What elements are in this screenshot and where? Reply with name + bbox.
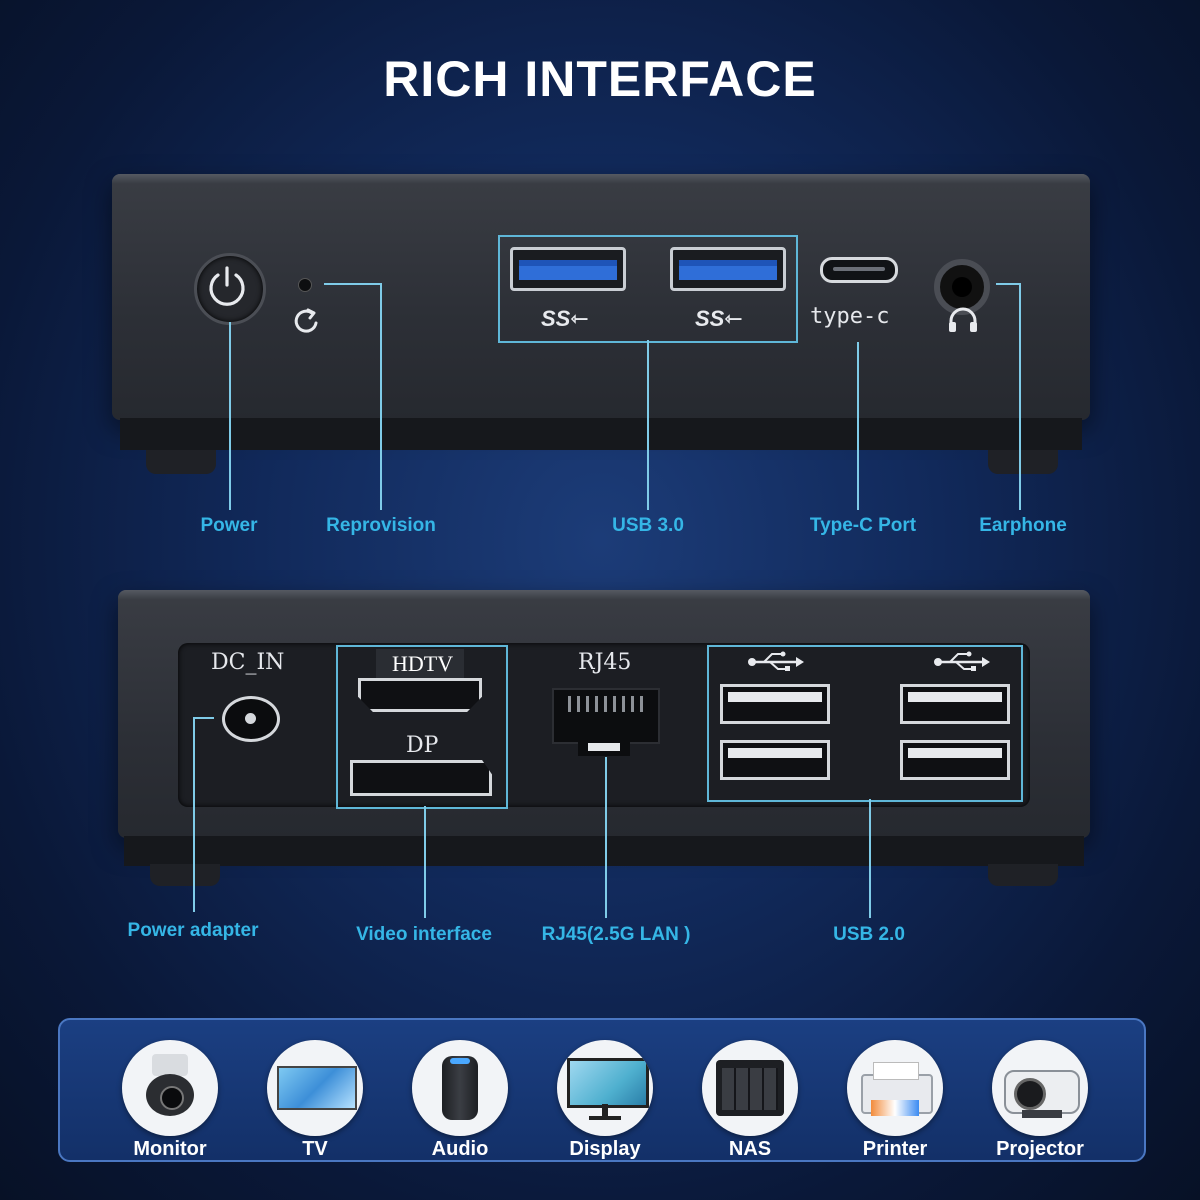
dc-in-port[interactable] xyxy=(222,696,280,742)
label-usb2: USB 2.0 xyxy=(833,924,905,945)
security-camera-icon xyxy=(122,1040,218,1136)
hdtv-text: HDTV xyxy=(392,651,454,676)
hdtv-label-bg xyxy=(376,649,464,679)
peripheral-label: NAS xyxy=(728,1138,772,1160)
typec-port[interactable] xyxy=(820,257,898,283)
printer-icon xyxy=(847,1040,943,1136)
callout-line-reprovision-v xyxy=(380,283,382,510)
page-title: RICH INTERFACE xyxy=(383,51,817,107)
peripheral-projector: Projector xyxy=(970,1040,1110,1161)
nas-icon xyxy=(702,1040,798,1136)
callout-line-usb2 xyxy=(869,799,871,918)
callout-line-reprovision-h xyxy=(324,283,382,285)
rj45-text: RJ45 xyxy=(578,650,632,675)
callout-line-video xyxy=(424,806,426,918)
reprovision-pinhole[interactable] xyxy=(298,278,312,292)
label-typec-port: Type-C Port xyxy=(809,515,917,536)
ss-usb-logo-1: SS⇽ xyxy=(541,306,589,331)
callout-line-typec xyxy=(857,342,859,510)
peripheral-label: Projector xyxy=(996,1138,1084,1160)
reprovision-icon xyxy=(294,308,318,333)
usb2-port-4[interactable] xyxy=(900,740,1010,780)
usb3-port-1[interactable] xyxy=(510,247,626,291)
projector-icon xyxy=(992,1040,1088,1136)
usb2-group-outline xyxy=(707,645,1023,802)
display-icon xyxy=(557,1040,653,1136)
front-device-base xyxy=(120,418,1082,450)
back-device-base xyxy=(124,836,1084,866)
label-rj45-lan: RJ45(2.5G LAN ) xyxy=(541,924,691,945)
peripheral-nas: NAS xyxy=(680,1040,820,1161)
back-foot-left xyxy=(150,864,220,886)
front-foot-right xyxy=(988,450,1058,474)
label-video-interface: Video interface xyxy=(356,924,492,945)
callout-line-rj45 xyxy=(605,757,607,918)
dc-in-text: DC_IN xyxy=(211,650,285,675)
callout-line-adapter-h xyxy=(194,717,214,719)
headphone-icon xyxy=(949,307,977,332)
callout-line-earphone-h xyxy=(996,283,1020,285)
label-earphone: Earphone xyxy=(979,515,1067,536)
peripheral-printer: Printer xyxy=(825,1040,965,1161)
usb2-port-3[interactable] xyxy=(720,740,830,780)
speaker-icon xyxy=(412,1040,508,1136)
callout-line-earphone-v xyxy=(1019,283,1021,510)
peripheral-label: Audio xyxy=(431,1138,489,1160)
rj45-latch xyxy=(578,740,630,756)
usb-icon-right xyxy=(934,651,990,671)
callout-line-power xyxy=(229,322,231,510)
displayport-port[interactable] xyxy=(350,760,492,796)
callout-line-usb3 xyxy=(647,340,649,510)
peripheral-label: TV xyxy=(302,1138,328,1160)
typec-text: type-c xyxy=(810,304,890,329)
peripherals-panel: Monitor TV Audio Display NAS xyxy=(58,1018,1146,1162)
peripheral-display: Display xyxy=(535,1040,675,1161)
usb2-port-2[interactable] xyxy=(900,684,1010,724)
peripheral-tv: TV xyxy=(245,1040,385,1161)
peripheral-audio: Audio xyxy=(390,1040,530,1161)
video-group-outline xyxy=(336,645,508,809)
hdmi-port[interactable] xyxy=(358,678,482,712)
power-icon xyxy=(209,266,245,306)
callout-line-adapter-v xyxy=(193,717,195,912)
usb3-port-2[interactable] xyxy=(670,247,786,291)
usb2-port-1[interactable] xyxy=(720,684,830,724)
earphone-jack[interactable] xyxy=(934,259,990,315)
back-foot-right xyxy=(988,864,1058,886)
tv-icon xyxy=(267,1040,363,1136)
peripheral-monitor: Monitor xyxy=(100,1040,240,1161)
label-usb3: USB 3.0 xyxy=(612,515,684,536)
usb-icon-left xyxy=(748,651,804,671)
peripheral-label: Display xyxy=(569,1138,641,1160)
rj45-port[interactable] xyxy=(552,688,660,744)
label-power: Power xyxy=(200,515,258,536)
ss-usb-logo-2: SS⇽ xyxy=(695,306,743,331)
peripheral-label: Monitor xyxy=(133,1138,207,1160)
power-button[interactable] xyxy=(194,253,266,325)
front-foot-left xyxy=(146,450,216,474)
dp-text: DP xyxy=(406,733,439,758)
label-power-adapter: Power adapter xyxy=(127,920,259,941)
peripheral-label: Printer xyxy=(862,1138,928,1160)
label-reprovision: Reprovision xyxy=(326,515,436,536)
front-device-body xyxy=(112,174,1090,420)
